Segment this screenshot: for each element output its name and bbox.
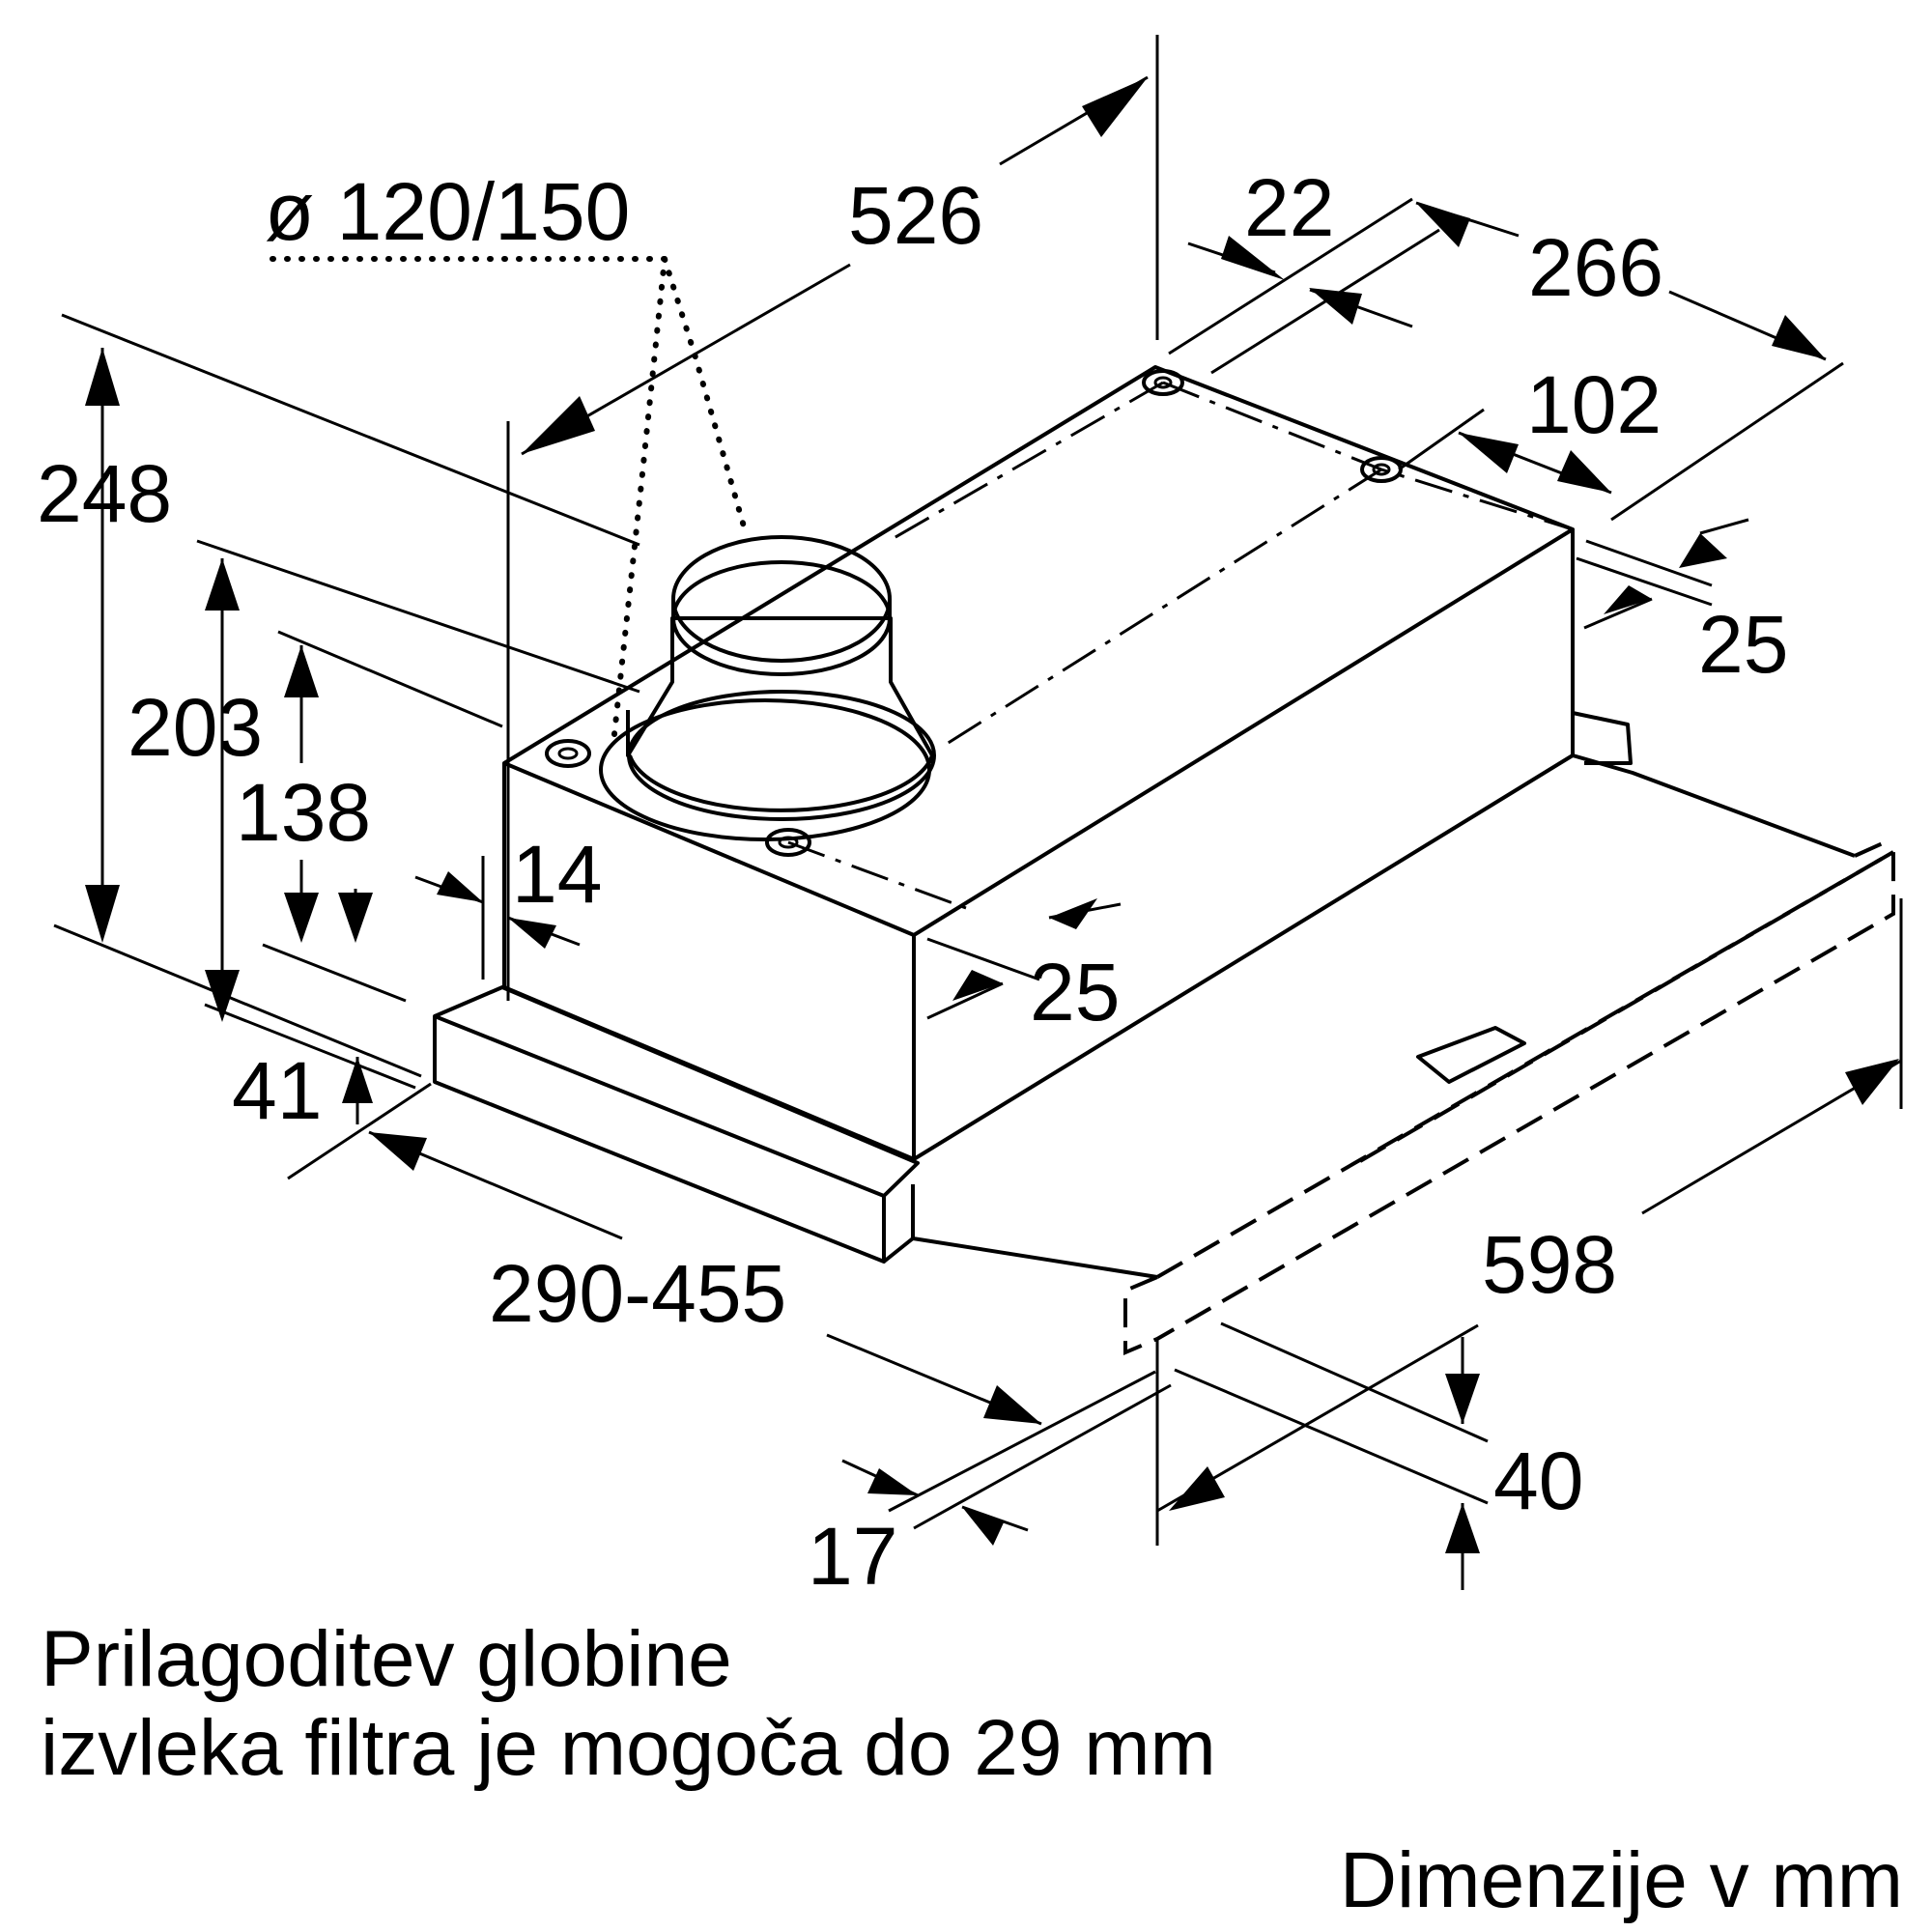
dim-17-label: 17 <box>808 1511 897 1602</box>
dim-25-front-label: 25 <box>1030 947 1120 1037</box>
dim-14-label: 14 <box>512 829 602 920</box>
note-line-2: izvleka filtra je mogoča do 29 mm <box>41 1704 1216 1792</box>
mounting-holes <box>545 369 1403 857</box>
hole-rear-left <box>1142 369 1184 396</box>
dim-40-label: 40 <box>1493 1435 1583 1526</box>
duct-connector <box>599 535 936 841</box>
units-caption: Dimenzije v mm <box>1339 1836 1903 1924</box>
dim-25-right-label: 25 <box>1698 599 1788 690</box>
pull-out-strip <box>433 985 920 1264</box>
note-line-1: Prilagoditev globine <box>41 1615 732 1703</box>
hole-front-left <box>545 739 591 768</box>
duct-diameter-label: ø 120/150 <box>265 166 630 257</box>
dimension-lines <box>53 35 1903 1590</box>
lower-extension <box>911 711 1895 1356</box>
depth-290-455-label: 290-455 <box>489 1248 786 1339</box>
dim-41-label: 41 <box>232 1045 322 1136</box>
hood-body <box>502 365 1575 1161</box>
height-248-label: 248 <box>37 448 172 539</box>
width-598-label: 598 <box>1482 1219 1617 1310</box>
height-203-label: 203 <box>128 682 263 773</box>
dim-266-label: 266 <box>1528 222 1663 313</box>
height-138-label: 138 <box>236 767 371 858</box>
dim-22-label: 22 <box>1244 162 1334 253</box>
dim-102-label: 102 <box>1526 359 1662 450</box>
depth-526-label: 526 <box>848 170 983 261</box>
adjustment-note: Prilagoditev globine izvleka filtra je m… <box>41 1615 1216 1793</box>
